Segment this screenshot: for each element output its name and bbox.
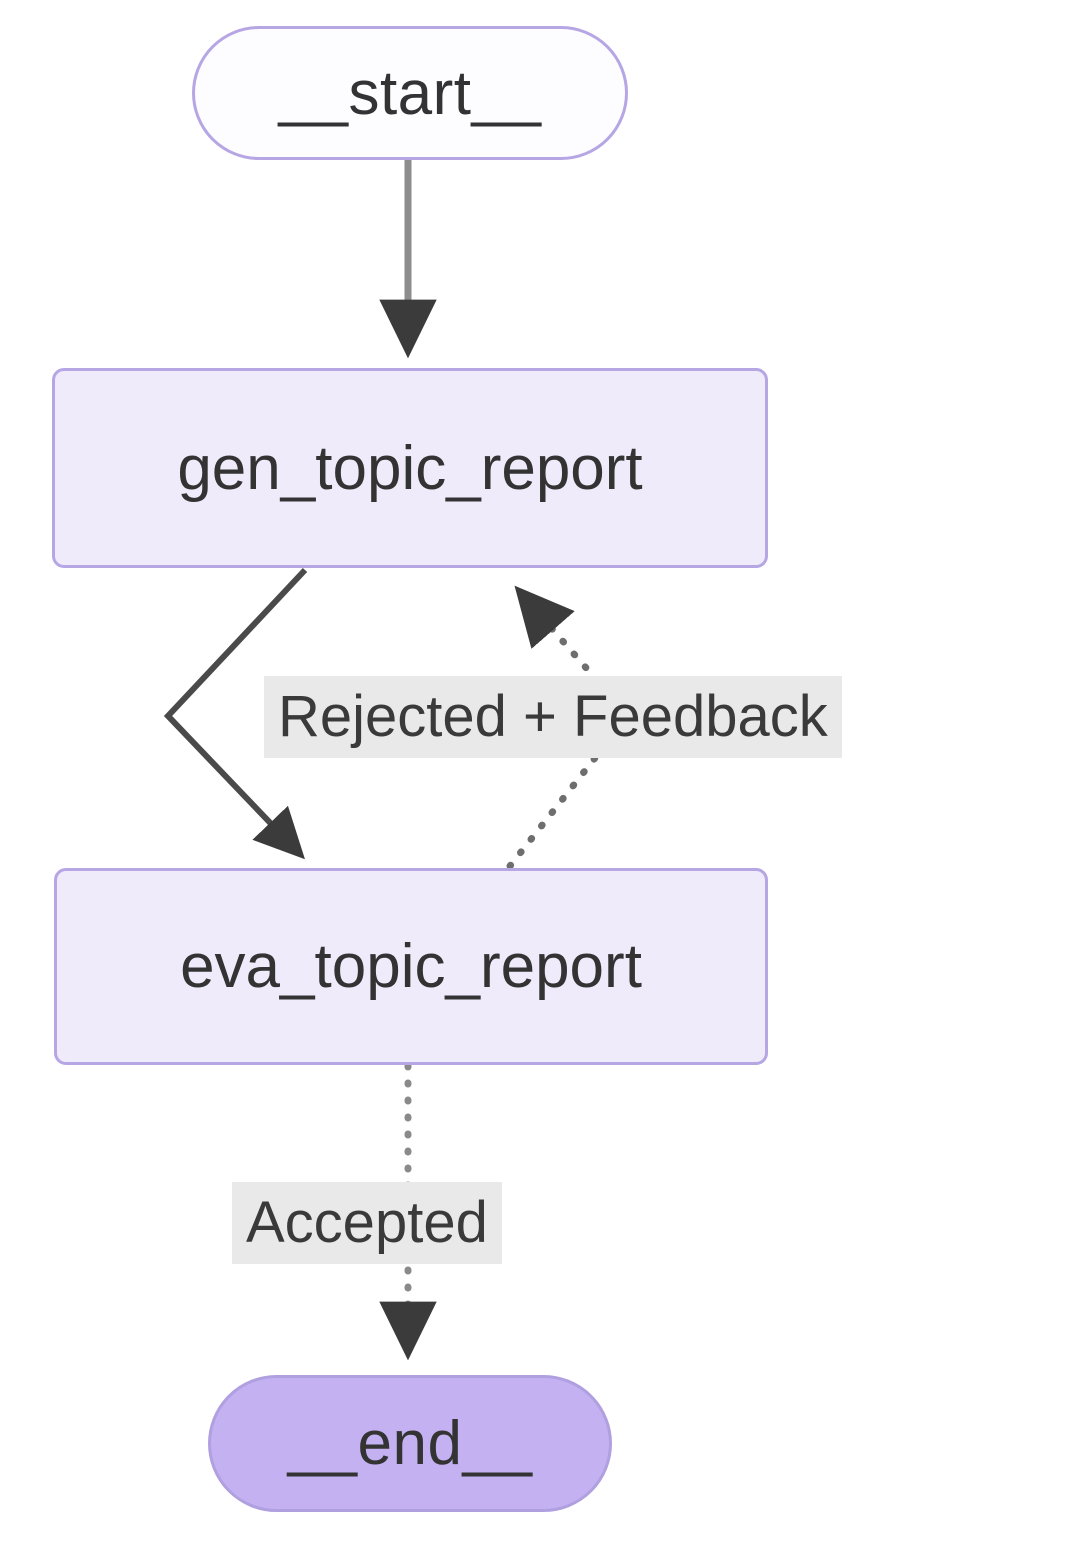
node-start-label: __start__	[278, 58, 542, 128]
node-eva-topic-report[interactable]: eva_topic_report	[54, 868, 768, 1065]
node-end[interactable]: __end__	[208, 1375, 612, 1512]
node-gen-topic-report[interactable]: gen_topic_report	[52, 368, 768, 568]
edge-gen-to-eva	[163, 567, 308, 860]
edge-label-accepted: Accepted	[232, 1182, 502, 1264]
node-eva-topic-report-label: eva_topic_report	[180, 932, 642, 1001]
node-start[interactable]: __start__	[192, 26, 628, 160]
node-gen-topic-report-label: gen_topic_report	[177, 433, 643, 503]
node-end-label: __end__	[287, 1409, 533, 1478]
edge-label-rejected-feedback: Rejected + Feedback	[264, 676, 842, 758]
